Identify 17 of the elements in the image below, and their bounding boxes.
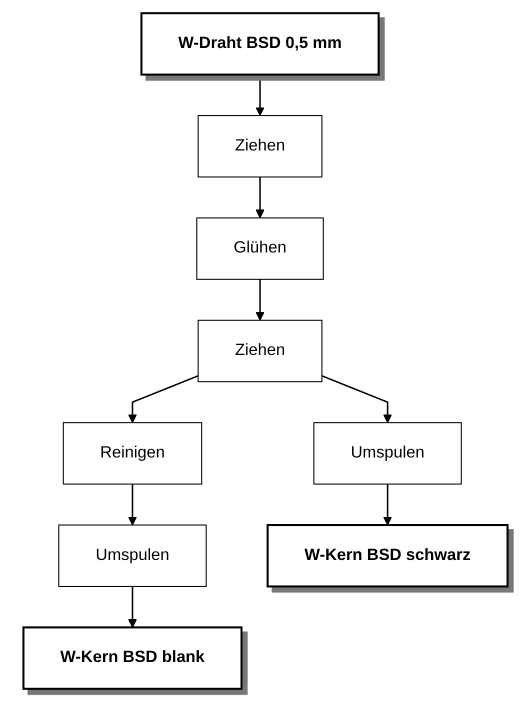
node-box: Umspulen	[313, 422, 462, 485]
node-box: Ziehen	[198, 115, 322, 178]
node-box: W-Kern BSD blank	[22, 626, 243, 690]
arrow	[128, 375, 198, 424]
arrow	[256, 74, 265, 116]
arrow	[128, 484, 137, 526]
node-box: Ziehen	[198, 320, 322, 382]
node-box: Umspulen	[58, 524, 207, 587]
node-box: W-Draht BSD 0,5 mm	[140, 12, 380, 76]
arrow	[128, 586, 137, 628]
arrow	[256, 176, 265, 218]
node-box: W-Kern BSD schwarz	[266, 524, 509, 588]
node-box: Reinigen	[62, 422, 202, 485]
node-box: Glühen	[196, 217, 324, 280]
arrow	[383, 484, 392, 526]
arrow	[322, 375, 392, 424]
arrow	[256, 279, 265, 321]
